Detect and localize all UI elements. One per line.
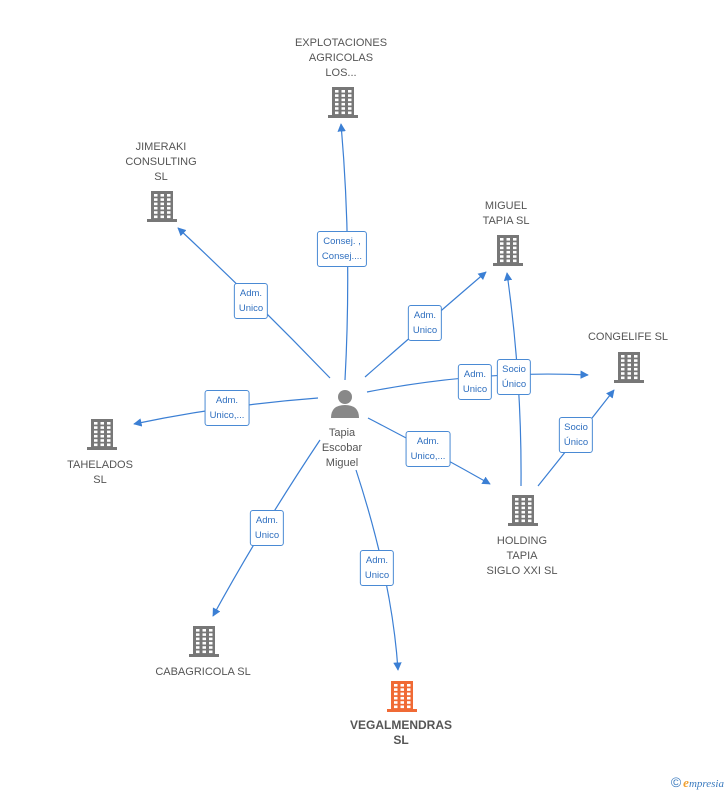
company-label-explotaciones[interactable]: EXPLOTACIONES AGRICOLAS LOS... bbox=[294, 37, 388, 79]
company-label-vegalmendras[interactable]: VEGALMENDRAS SL bbox=[349, 718, 453, 747]
edge-label-center-jimeraki[interactable]: Adm. Unico bbox=[233, 283, 269, 319]
edge-label-center-explotaciones[interactable]: Consej. , Consej.... bbox=[316, 231, 368, 267]
edge-label-center-congelife[interactable]: Adm. Unico bbox=[457, 364, 493, 400]
company-label-tahelados[interactable]: TAHELADOS SL bbox=[67, 459, 133, 486]
brand-logo-e: e bbox=[683, 775, 689, 790]
building-icon-cabagricola[interactable] bbox=[189, 626, 219, 657]
brand-name: mpresia bbox=[688, 778, 724, 790]
building-icon-explotaciones[interactable] bbox=[328, 87, 358, 118]
building-icon-holding[interactable] bbox=[508, 495, 538, 526]
person-icon[interactable] bbox=[331, 390, 359, 418]
building-icon-vegalmendras[interactable] bbox=[387, 681, 417, 712]
company-label-jimeraki[interactable]: JIMERAKI CONSULTING SL bbox=[125, 141, 197, 183]
edge-label-center-tahelados[interactable]: Adm. Unico,... bbox=[204, 390, 250, 426]
company-label-miguel[interactable]: MIGUEL TAPIA SL bbox=[482, 200, 530, 227]
building-icon-miguel[interactable] bbox=[493, 235, 523, 266]
company-label-holding[interactable]: HOLDING TAPIA SIGLO XXI SL bbox=[486, 535, 558, 577]
edge-label-holding-congelife[interactable]: Socio Único bbox=[558, 417, 594, 453]
company-label-cabagricola[interactable]: CABAGRICOLA SL bbox=[155, 666, 251, 678]
company-label-congelife[interactable]: CONGELIFE SL bbox=[587, 331, 669, 343]
copyright-icon: © bbox=[670, 774, 682, 790]
building-icon-tahelados[interactable] bbox=[87, 419, 117, 450]
edge-label-center-cabagricola[interactable]: Adm. Unico bbox=[249, 510, 285, 546]
person-name-label[interactable]: Tapia Escobar Miguel bbox=[321, 427, 363, 469]
building-icon-jimeraki[interactable] bbox=[147, 191, 177, 222]
edge-label-center-vegalmendras[interactable]: Adm. Unico bbox=[359, 550, 395, 586]
edge-label-center-miguel[interactable]: Adm. Unico bbox=[407, 305, 443, 341]
edge-label-holding-miguel[interactable]: Socio Único bbox=[496, 359, 532, 395]
building-icon-congelife[interactable] bbox=[614, 352, 644, 383]
watermark-brand: ©empresia bbox=[671, 774, 724, 791]
edge-label-center-holding[interactable]: Adm. Unico,... bbox=[405, 431, 451, 467]
